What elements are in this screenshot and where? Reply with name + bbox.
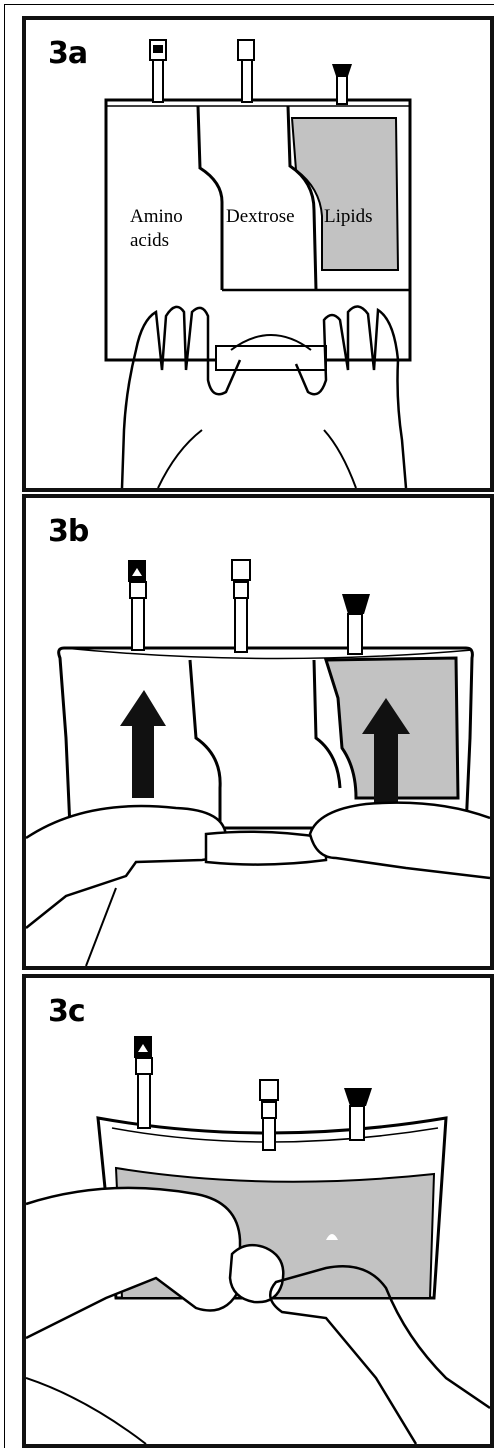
port-icon-right <box>342 594 370 654</box>
port-icon-left <box>128 560 146 650</box>
bag-illustration-3b <box>26 498 490 966</box>
compartment-label-dextrose: Dextrose <box>226 206 295 228</box>
compartment-label-amino: Amino <box>130 206 183 228</box>
compartment-label-lipids: Lipids <box>324 206 373 228</box>
port-icon-left <box>150 40 166 102</box>
port-icon-middle <box>238 40 254 102</box>
panel-3c: 3c <box>22 974 494 1448</box>
compartment-label-acids: acids <box>130 230 169 252</box>
step-label-3c: 3c <box>48 994 85 1029</box>
bag-illustration-3a <box>26 20 490 488</box>
port-icon-middle <box>260 1080 278 1150</box>
port-icon-right <box>332 64 352 104</box>
step-label-3a: 3a <box>48 36 87 71</box>
port-icon-middle <box>232 560 250 652</box>
port-icon-left <box>134 1036 152 1128</box>
panel-3b: 3b <box>22 494 494 970</box>
bag-illustration-3c <box>26 978 490 1444</box>
step-label-3b: 3b <box>48 514 88 549</box>
panel-3a: 3a Amino acids Dextrose Lipids <box>22 16 494 492</box>
